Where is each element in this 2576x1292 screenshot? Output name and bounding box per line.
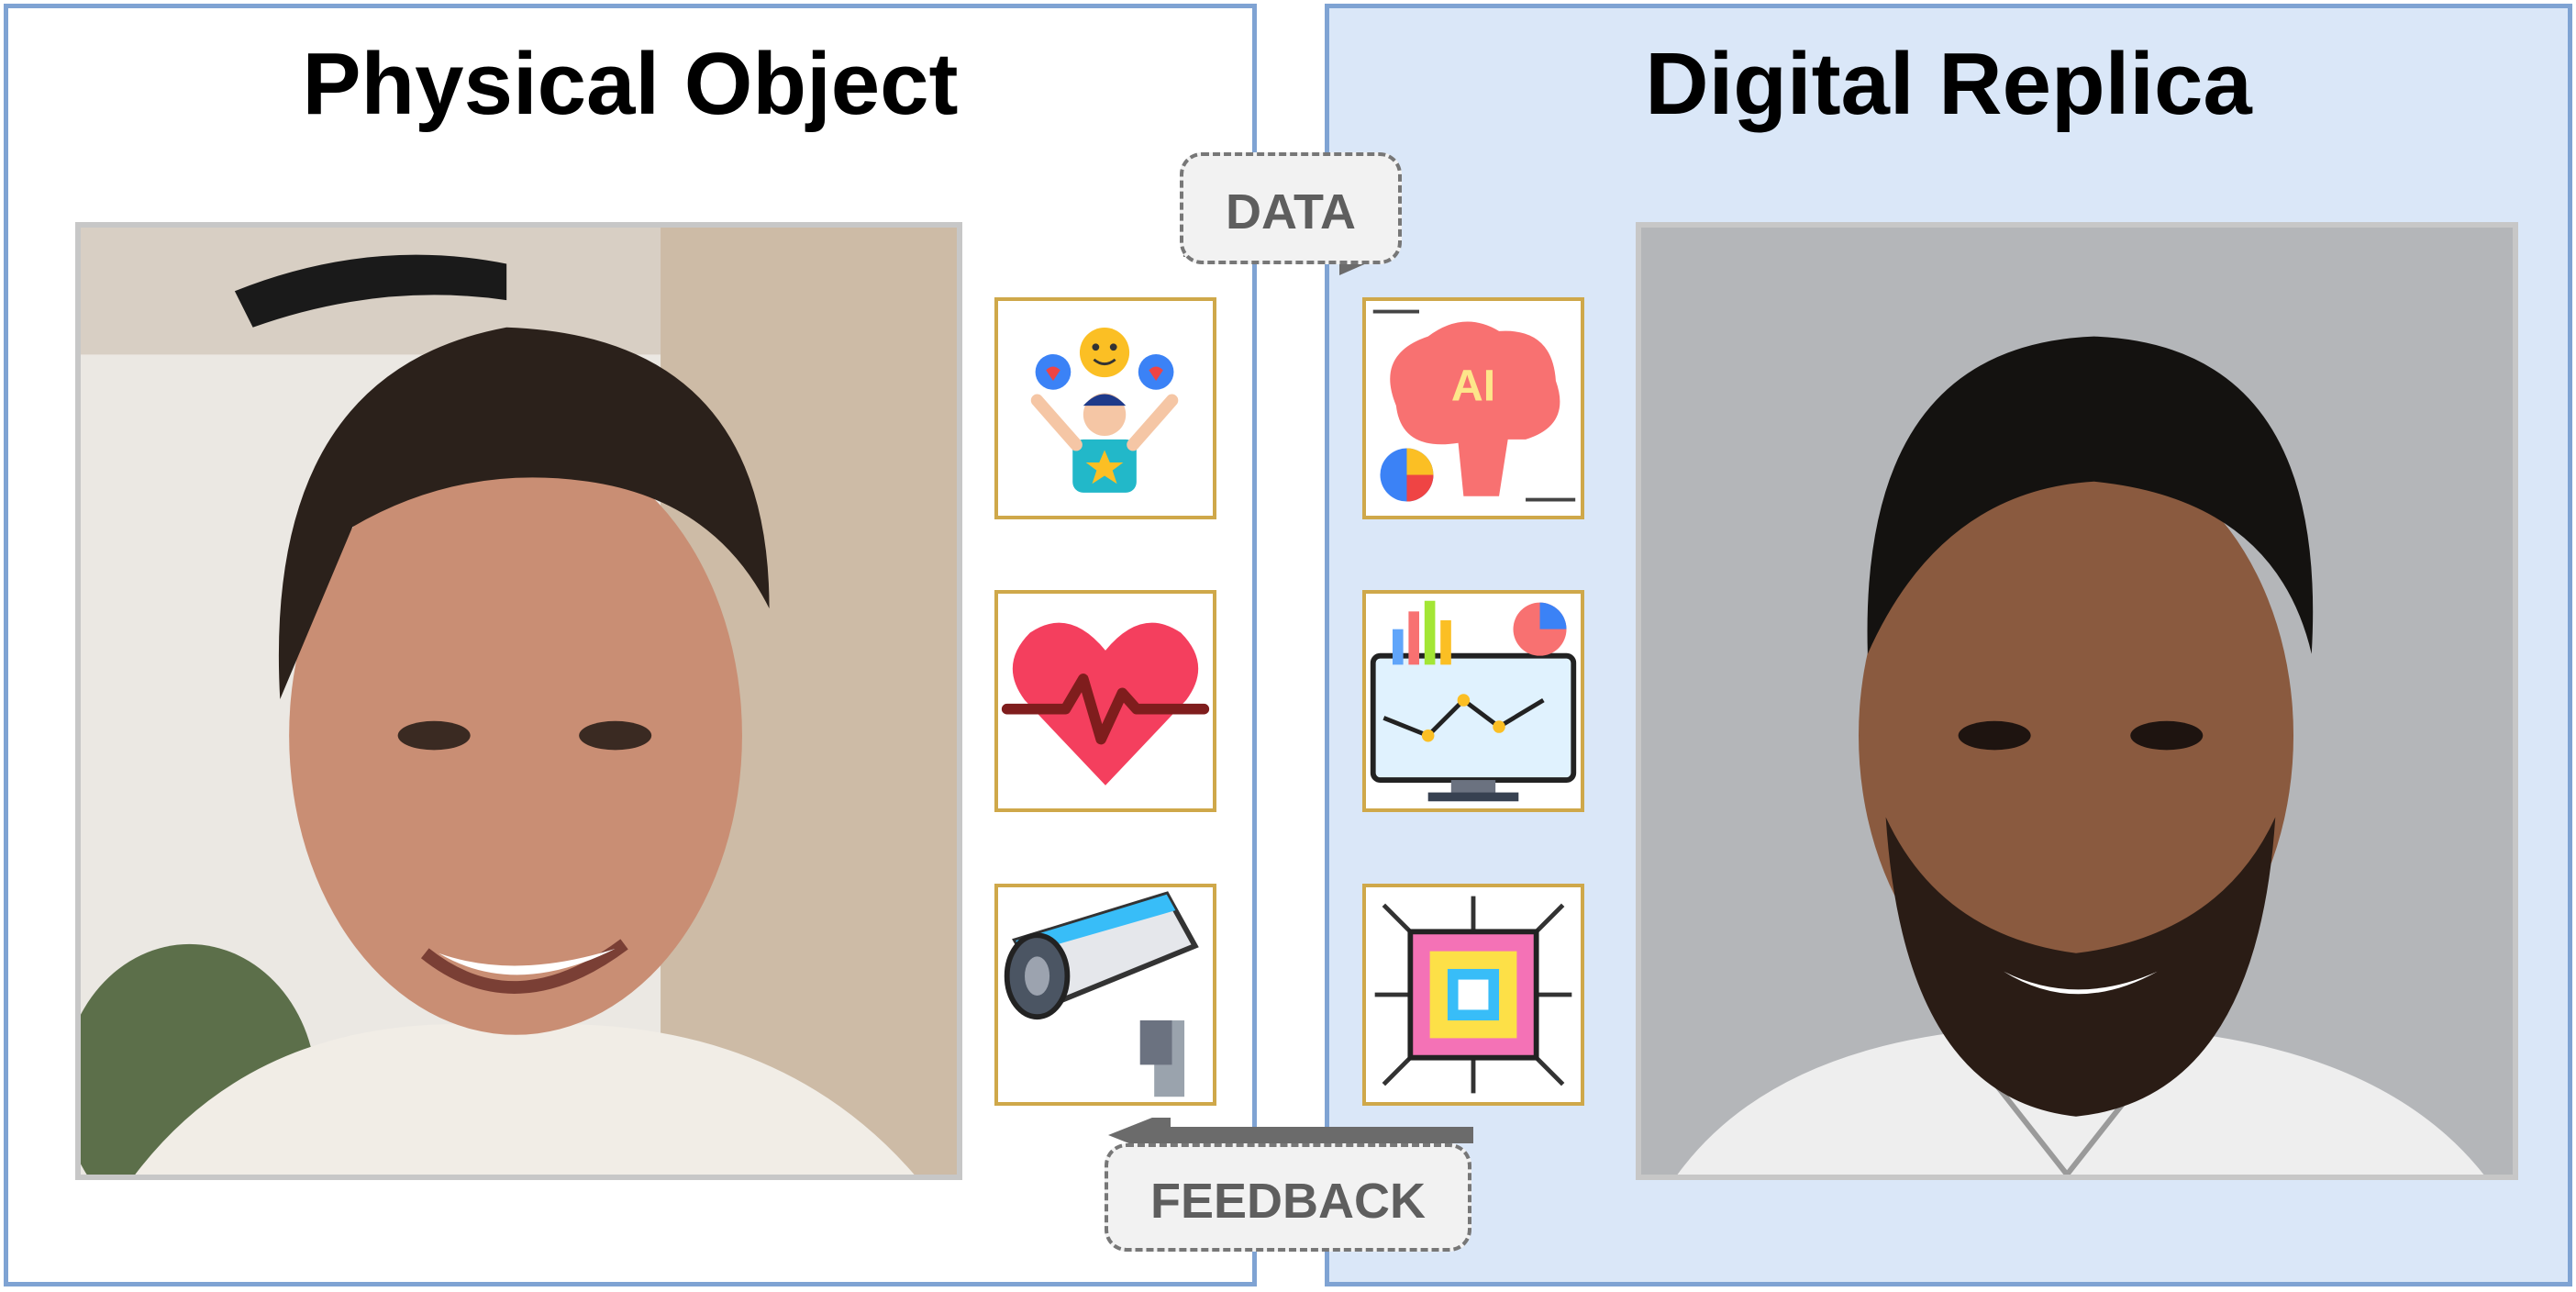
processor-chip-icon (1362, 884, 1584, 1106)
digital-avatar-photo (1636, 222, 2518, 1180)
social-emotion-icon (994, 297, 1216, 519)
security-camera-icon (994, 884, 1216, 1106)
feedback-flow-label: FEEDBACK (1105, 1143, 1471, 1252)
ai-icon-text: AI (1451, 361, 1495, 410)
data-flow-label: DATA (1180, 152, 1402, 264)
physical-object-title: Physical Object (302, 35, 959, 133)
person-photo (75, 222, 962, 1180)
heartbeat-icon (994, 590, 1216, 812)
digital-replica-title: Digital Replica (1645, 35, 2252, 133)
ai-brain-icon: AI (1362, 297, 1584, 519)
analytics-monitor-icon (1362, 590, 1584, 812)
